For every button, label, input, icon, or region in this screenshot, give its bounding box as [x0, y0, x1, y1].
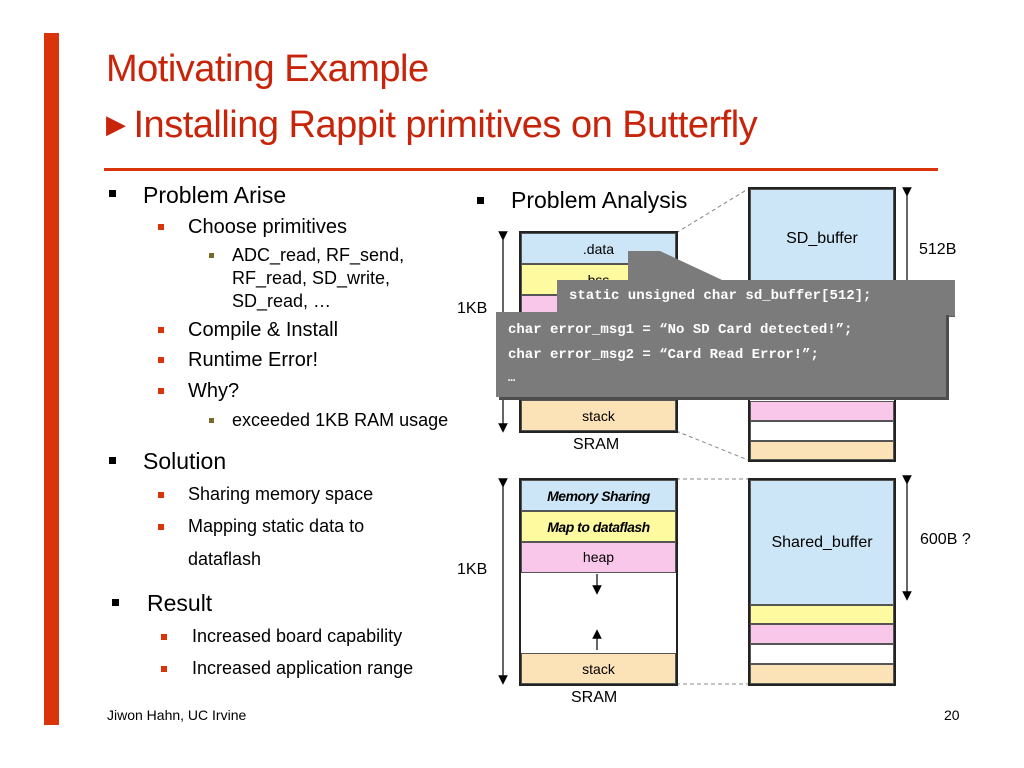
sd-pink-segment	[750, 401, 894, 421]
mapping-line-2: dataflash	[188, 549, 262, 569]
sharing-memory: Sharing memory space	[188, 484, 374, 504]
bullet-icon	[158, 524, 164, 530]
exceeded-ram: exceeded 1KB RAM usage	[232, 410, 449, 430]
code-callout-header: static unsigned char sd_buffer[512];	[557, 280, 955, 317]
increased-capability: Increased board capability	[192, 626, 403, 646]
bullet-icon	[158, 327, 164, 333]
stack-label: stack	[582, 407, 615, 424]
bottom-sram-block: Memory Sharing Map to dataflash heap sta…	[519, 478, 678, 686]
slide-title: Motivating Example	[106, 48, 429, 90]
bullet-icon	[109, 457, 116, 464]
shared-yellow-segment	[750, 605, 894, 624]
code-line-3: char error_msg2 = “Card Read Error!”;	[508, 347, 819, 363]
sd-buffer-label: SD_buffer	[786, 230, 858, 247]
stack-segment-bottom: stack	[521, 653, 676, 684]
shared-buffer-size: 600B ?	[920, 531, 971, 548]
bullet-icon	[209, 418, 214, 423]
footer-author: Jiwon Hahn, UC Irvine	[107, 707, 247, 723]
sd-white-segment	[750, 421, 894, 441]
analysis-heading: Problem Analysis	[511, 187, 688, 213]
shared-buffer-segment: Shared_buffer	[750, 480, 894, 605]
shared-buffer-label: Shared_buffer	[771, 533, 873, 551]
shared-white-segment	[750, 644, 894, 664]
slide-subtitle: ▶Installing Rappit primitives on Butterf…	[106, 104, 758, 147]
bullet-icon	[158, 357, 164, 363]
memory-sharing-segment: Memory Sharing	[521, 480, 676, 511]
triangle-marker-icon: ▶	[106, 109, 126, 139]
shared-buffer-block: Shared_buffer	[748, 478, 896, 686]
choose-primitives: Choose primitives	[188, 216, 347, 238]
map-dataflash-segment: Map to dataflash	[521, 511, 676, 542]
bullet-icon	[109, 190, 116, 197]
primitives-line-2: RF_read, SD_write,	[232, 268, 391, 288]
code-line-2: char error_msg1 = “No SD Card detected!”…	[508, 322, 853, 338]
sd-peach-segment	[750, 441, 894, 460]
why: Why?	[188, 380, 240, 402]
heap-segment-bottom: heap	[521, 542, 676, 573]
code-line-4: …	[508, 371, 516, 385]
stack-segment: stack	[521, 400, 676, 431]
data-label: .data	[582, 240, 615, 257]
result-heading: Result	[147, 590, 213, 616]
map-dataflash-label: Map to dataflash	[547, 518, 650, 535]
page-number: 20	[944, 707, 960, 723]
runtime-error: Runtime Error!	[188, 349, 319, 371]
bottom-sram-label: SRAM	[571, 689, 618, 706]
heap-label: heap	[582, 549, 615, 565]
title-divider	[104, 168, 938, 171]
code-line-1: static unsigned char sd_buffer[512];	[569, 288, 872, 304]
bullet-icon	[161, 666, 167, 672]
top-sram-label: SRAM	[573, 436, 620, 453]
bullet-icon	[477, 197, 484, 204]
problem-heading: Problem Arise	[143, 182, 287, 208]
accent-bar	[44, 33, 59, 725]
stack-label-bottom: stack	[582, 660, 615, 677]
memory-sharing-label: Memory Sharing	[547, 487, 650, 504]
bullet-icon	[158, 224, 164, 230]
solution-heading: Solution	[143, 448, 227, 474]
bullet-icon	[112, 599, 119, 606]
shared-peach-segment	[750, 664, 894, 684]
bullet-icon	[209, 253, 214, 258]
sd-buffer-size: 512B	[919, 241, 957, 258]
bottom-sram-size: 1KB	[457, 561, 488, 578]
bullet-icon	[158, 388, 164, 394]
primitives-line-1: ADC_read, RF_send,	[232, 245, 405, 265]
shared-pink-segment	[750, 624, 894, 644]
bullet-icon	[161, 634, 167, 640]
code-callout-body: char error_msg1 = “No SD Card detected!”…	[496, 312, 946, 397]
subtitle-text: Installing Rappit primitives on Butterfl…	[133, 104, 758, 146]
increased-range: Increased application range	[192, 658, 414, 678]
compile-install: Compile & Install	[188, 319, 339, 341]
bullet-icon	[158, 492, 164, 498]
primitives-line-3: SD_read, …	[232, 291, 332, 311]
top-sram-size: 1KB	[457, 300, 488, 317]
mapping-line-1: Mapping static data to	[188, 516, 365, 536]
